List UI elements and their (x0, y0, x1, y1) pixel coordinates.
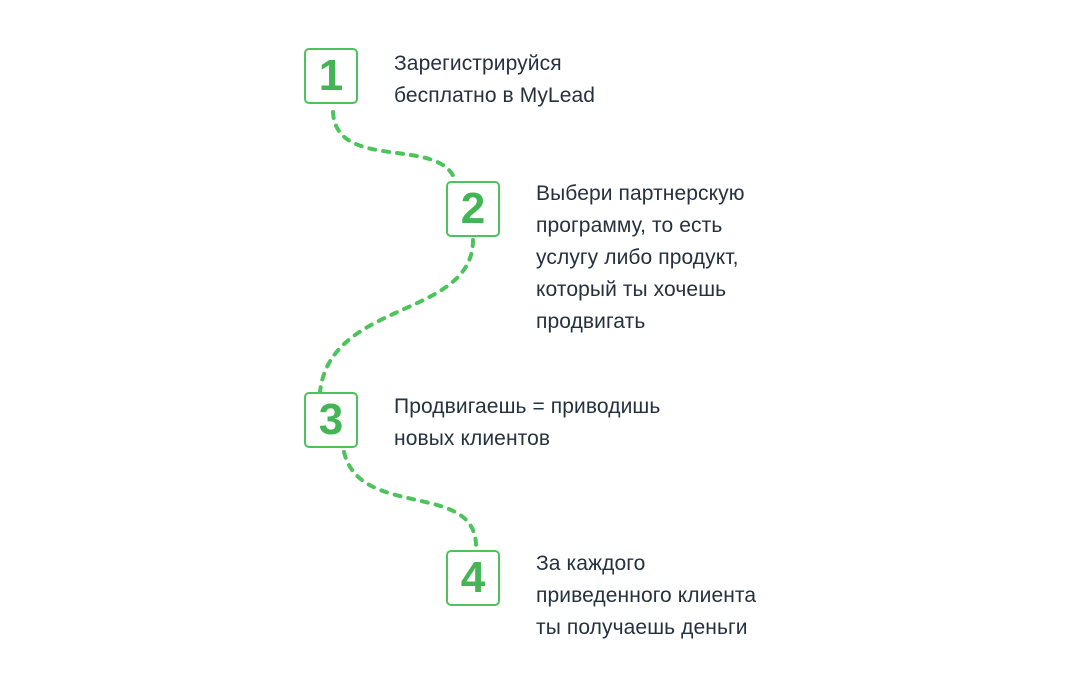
step-2-line-5: продвигать (536, 310, 646, 333)
step-2-line-1: Выбери партнерскую (536, 182, 745, 205)
step-4-line-2: приведенного клиента (536, 584, 757, 607)
step-1-line-1: Зарегистрируйся (394, 52, 562, 75)
step-4-text: За каждого приведенного клиента ты получ… (536, 548, 756, 644)
step-2-text: Выбери партнерскую программу, то есть ус… (536, 178, 745, 338)
step-3-number: 3 (318, 395, 344, 444)
step-2-line-2: программу, то есть (536, 214, 723, 237)
step-3-line-2: новых клиентов (394, 427, 551, 450)
step-2-line-4: который ты хочешь (536, 278, 727, 301)
step-2-line-3: услугу либо продукт, (536, 246, 739, 269)
step-3-badge: 3 (304, 392, 358, 448)
step-4-line-1: За каждого (536, 552, 646, 575)
step-4-line-3: ты получаешь деньги (536, 616, 748, 639)
step-1-line-2: бесплатно в MyLead (394, 84, 596, 107)
step-2-badge: 2 (446, 181, 500, 237)
step-3-line-1: Продвигаешь = приводишь (394, 395, 661, 418)
step-1-number: 1 (318, 51, 344, 100)
step-1-text: Зарегистрируйся бесплатно в MyLead (394, 48, 595, 112)
step-1-badge: 1 (304, 48, 358, 104)
connector-3-4 (342, 450, 479, 550)
step-4-badge: 4 (446, 550, 500, 606)
step-2-number: 2 (460, 184, 486, 233)
connector-1-2 (331, 110, 457, 182)
step-3-text: Продвигаешь = приводишь новых клиентов (394, 391, 660, 455)
step-4-number: 4 (460, 553, 486, 602)
connector-2-3 (318, 238, 475, 394)
